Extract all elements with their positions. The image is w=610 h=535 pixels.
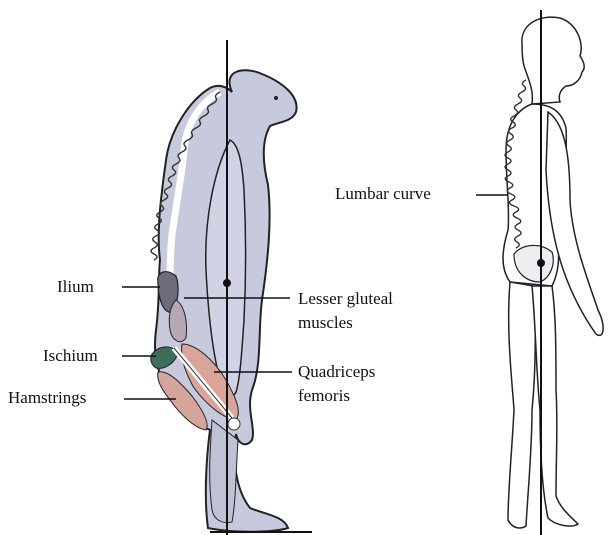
lesser-gluteal-label-line1: Lesser gluteal: [298, 288, 393, 310]
ischium-label: Ischium: [43, 345, 98, 367]
human-head: [522, 17, 584, 104]
chimpanzee-center-of-mass: [223, 279, 231, 287]
chimpanzee-figure: [151, 40, 312, 535]
lumbar-curve-label: Lumbar curve: [335, 183, 431, 205]
ilium-label: Ilium: [57, 276, 94, 298]
lesser-gluteal-label-line2: muscles: [298, 312, 353, 334]
human-arm: [546, 112, 603, 335]
chimpanzee-eye: [274, 96, 278, 100]
human-leg-front: [532, 286, 578, 526]
quadriceps-label-line2: femoris: [298, 385, 350, 407]
human-figure: [503, 17, 603, 528]
chimpanzee-knee: [228, 418, 240, 430]
human-leg-back: [508, 282, 535, 528]
quadriceps-label-line1: Quadriceps: [298, 361, 375, 383]
human-center-of-mass: [537, 259, 545, 267]
hamstrings-label: Hamstrings: [8, 387, 86, 409]
